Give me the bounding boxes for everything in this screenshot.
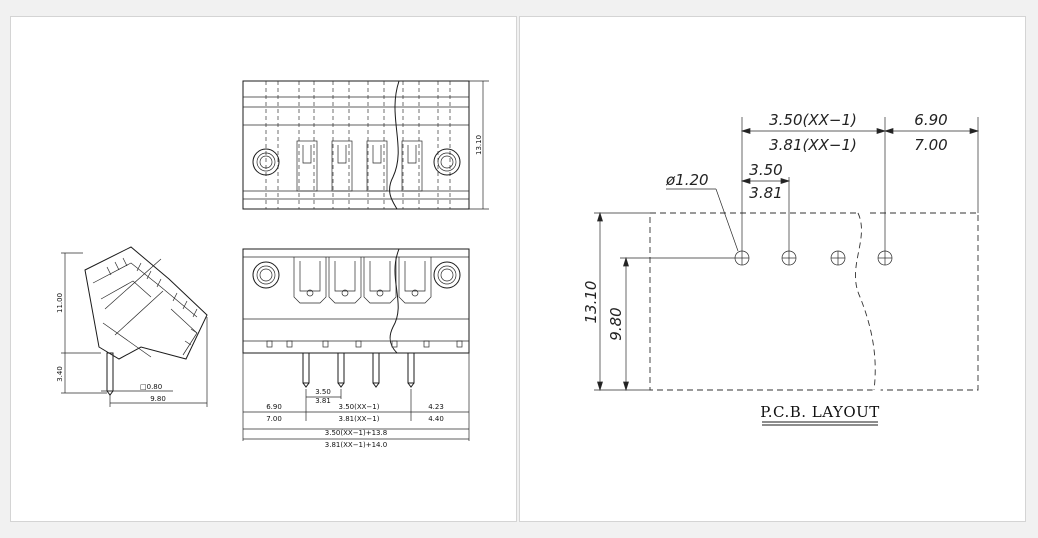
side-view-depth-label: 9.80	[150, 395, 166, 403]
front-pitch-b: 3.81	[315, 397, 331, 405]
side-view-pin-square-label: □0.80	[140, 383, 162, 391]
top-view: 13.10	[242, 80, 489, 210]
pcb-layout-drawing: 3.50(XX−1) 3.81(XX−1) 6.90 7.00 ø1.20 3.…	[582, 111, 980, 426]
pcb-span-a: 3.50(XX−1)	[769, 111, 857, 129]
front-right-margin-a: 4.23	[428, 403, 444, 411]
front-span-a: 3.50(XX−1)	[339, 403, 380, 411]
front-total-a: 3.50(XX−1)+13.8	[325, 429, 387, 437]
front-total-b: 3.81(XX−1)+14.0	[325, 441, 387, 449]
side-view: 11.00 3.40 □0.80 9.80	[56, 246, 208, 407]
pcb-height: 13.10	[582, 281, 600, 324]
side-view-pin-length-label: 3.40	[56, 366, 64, 382]
front-right-margin-b: 4.40	[428, 415, 444, 423]
mechanical-drawing-panel: 13.10 11.00	[10, 16, 517, 522]
pcb-row-offset: 9.80	[607, 307, 625, 340]
front-span-b: 3.81(XX−1)	[339, 415, 380, 423]
top-view-height-label: 13.10	[475, 135, 483, 155]
front-pitch-a: 3.50	[315, 388, 331, 396]
pcb-holes	[734, 250, 893, 266]
pcb-layout-title: P.C.B. LAYOUT	[760, 403, 880, 421]
pcb-pitch-a: 3.50	[749, 161, 782, 179]
pcb-span-b: 3.81(XX−1)	[769, 136, 857, 154]
pcb-layout-panel: 3.50(XX−1) 3.81(XX−1) 6.90 7.00 ø1.20 3.…	[519, 16, 1026, 522]
pcb-outline	[649, 212, 979, 391]
pcb-pitch-b: 3.81	[749, 184, 782, 202]
front-view: 6.90 7.00 3.50 3.81 3.50(XX−1) 3.81(XX−1…	[242, 248, 470, 449]
mechanical-drawing: 13.10 11.00	[56, 80, 489, 449]
pcb-margin-a: 6.90	[914, 111, 947, 129]
side-view-height-label: 11.00	[56, 293, 64, 313]
front-left-margin-a: 6.90	[266, 403, 282, 411]
pcb-hole-diameter: ø1.20	[665, 171, 709, 189]
front-left-margin-b: 7.00	[266, 415, 282, 423]
pcb-margin-b: 7.00	[914, 136, 947, 154]
